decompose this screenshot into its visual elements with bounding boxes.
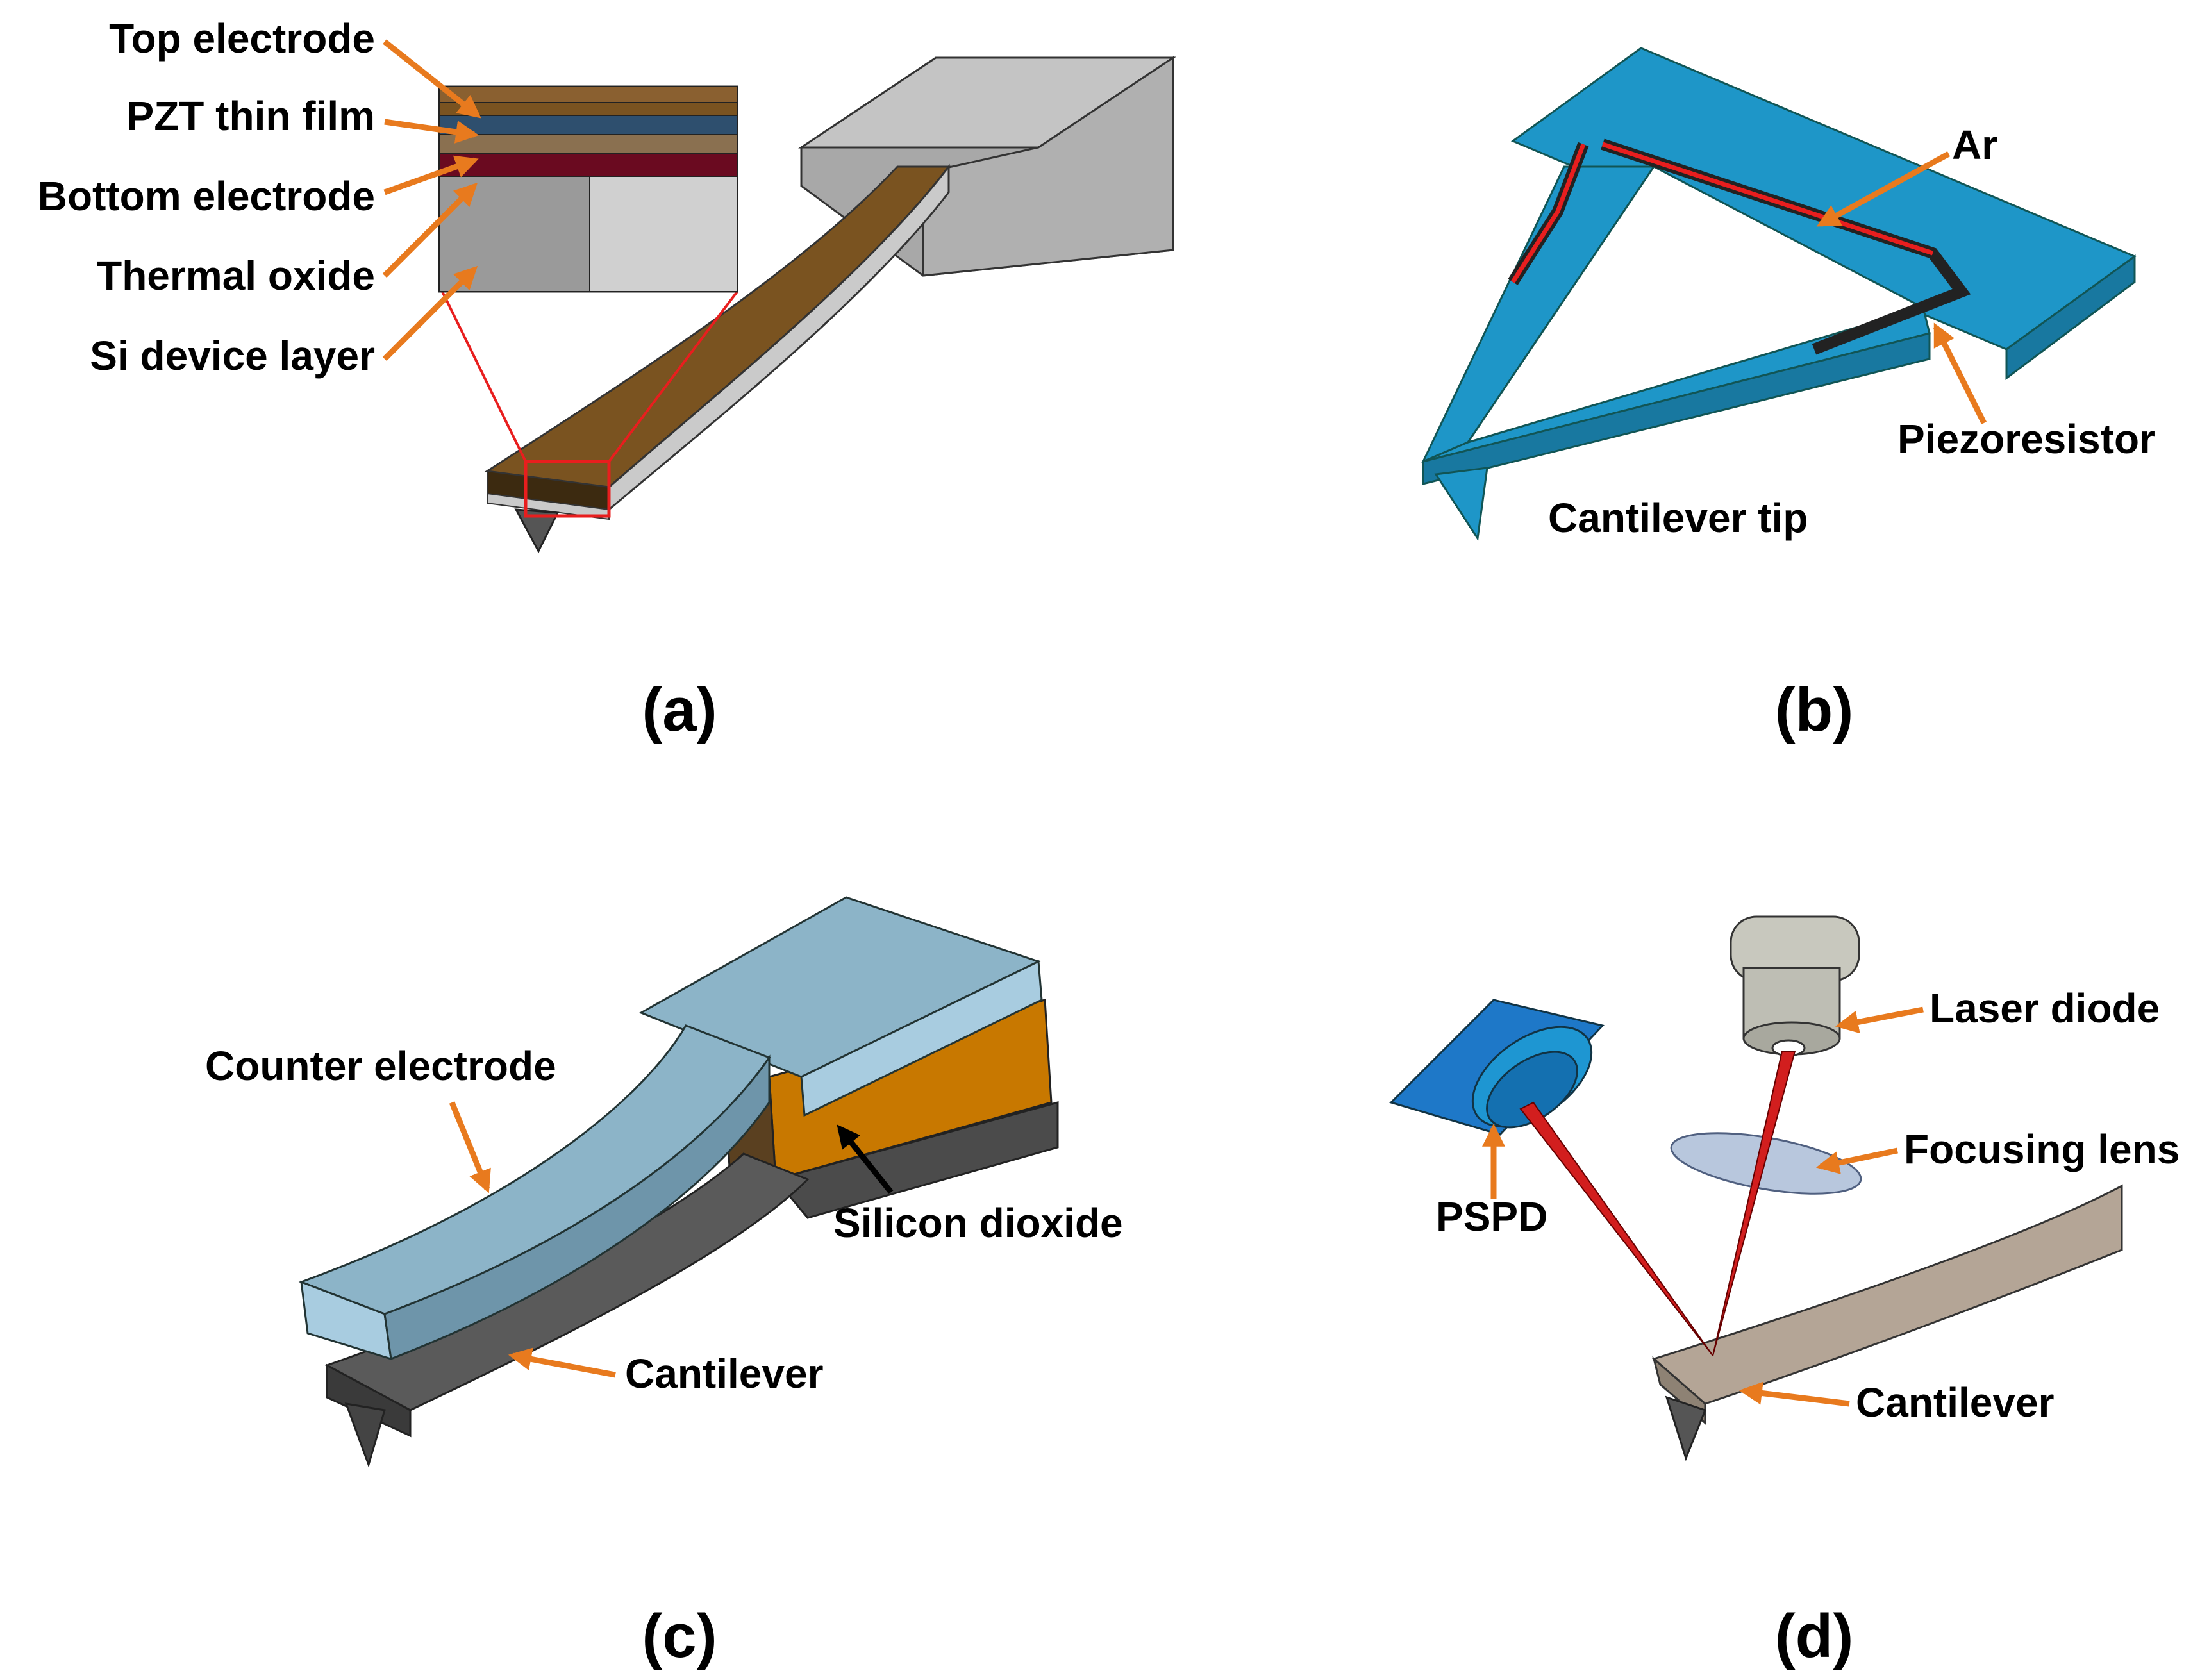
counter-electrode <box>298 1024 771 1361</box>
panel-d: Laser diode Focusing lens PSPD Cantileve… <box>1389 915 2180 1670</box>
panel-d-arrows <box>1482 1006 1924 1407</box>
cantilever-beam <box>484 163 951 520</box>
cantilever-tip <box>344 1402 386 1468</box>
panel-b: Ar Piezoresistor Cantilever tip (b) <box>1421 47 2155 744</box>
label-laser-diode: Laser diode <box>1930 985 2160 1031</box>
label-focusing-lens: Focusing lens <box>1904 1126 2180 1172</box>
panel-a: Top electrode PZT thin film Bottom elect… <box>38 15 1176 744</box>
label-silicon-dioxide: Silicon dioxide <box>833 1200 1123 1246</box>
label-si-device-layer: Si device layer <box>90 333 375 379</box>
panel-b-arrows <box>1816 151 1987 425</box>
pspd-detector <box>1389 999 1605 1136</box>
cantilever-tip <box>1665 1395 1706 1461</box>
panel-c-arrows <box>449 1101 616 1378</box>
label-thermal-oxide: Thermal oxide <box>97 253 375 299</box>
label-cantilever: Cantilever <box>1856 1379 2054 1426</box>
label-top-electrode: Top electrode <box>109 15 375 62</box>
label-bottom-electrode: Bottom electrode <box>38 173 375 219</box>
zoom-box <box>524 460 611 518</box>
caption-c: (c) <box>642 1602 717 1670</box>
panel-c: Counter electrode Silicon dioxide Cantil… <box>205 896 1123 1670</box>
label-piezoresistor: Piezoresistor <box>1897 416 2155 462</box>
caption-d: (d) <box>1775 1602 1854 1670</box>
cantilever-tip <box>514 508 560 554</box>
piezoresistor-trace <box>1508 138 1971 355</box>
label-counter-electrode: Counter electrode <box>205 1043 556 1089</box>
cantilever-tip <box>1434 467 1488 542</box>
label-pzt-thin-film: PZT thin film <box>127 93 376 139</box>
caption-b: (b) <box>1775 676 1854 744</box>
layer-stack-inset <box>438 85 738 293</box>
triangular-cantilever <box>1421 165 1931 485</box>
label-cantilever-tip: Cantilever tip <box>1548 495 1808 541</box>
label-ar: Ar <box>1952 122 1997 168</box>
panel-a-arrows <box>382 39 481 362</box>
laser-beams <box>1519 1051 1796 1356</box>
caption-a: (a) <box>642 676 717 744</box>
label-cantilever: Cantilever <box>625 1351 823 1397</box>
laser-diode <box>1730 915 1860 1057</box>
label-pspd: PSPD <box>1436 1193 1547 1240</box>
silicon-dioxide-arrow <box>837 1124 894 1194</box>
